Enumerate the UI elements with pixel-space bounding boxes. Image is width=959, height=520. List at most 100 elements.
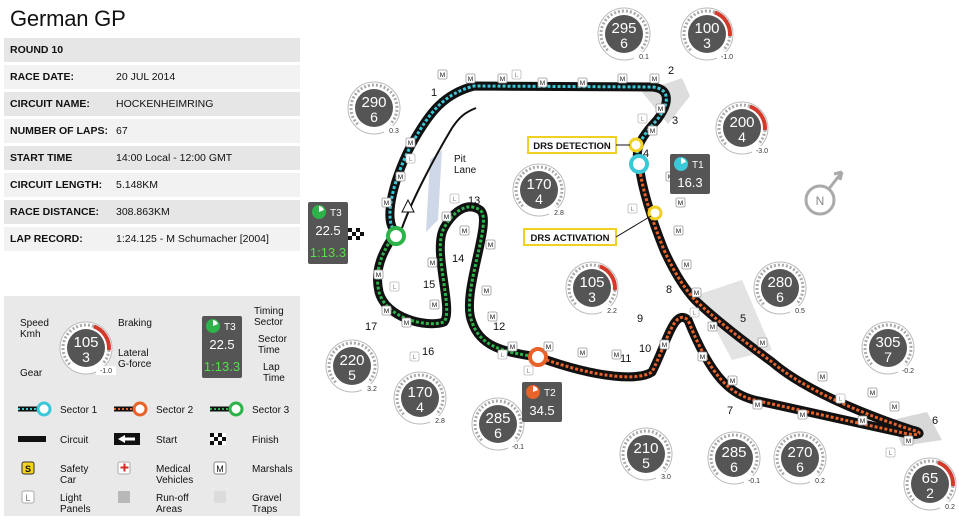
run-off-area-swatch — [118, 491, 130, 503]
light-panel-glyph: L — [409, 156, 413, 163]
flag-cell — [348, 236, 352, 240]
marshal-icon — [381, 197, 392, 208]
gauge-speed: 105 — [73, 334, 98, 351]
marshal-icon — [655, 103, 666, 114]
marshal-icon — [727, 375, 738, 386]
gauge-g-force: 3.2 — [367, 386, 377, 393]
gauge-face — [520, 171, 558, 209]
timing-sector-time: 22.5 — [315, 223, 340, 238]
flag-cell — [218, 441, 222, 445]
turn-number: 6 — [932, 415, 938, 427]
compass-n: N — [816, 194, 825, 208]
marshal-glyph: M — [500, 76, 505, 83]
info-row-length: CIRCUIT LENGTH:5.148KM — [4, 173, 300, 197]
braking-arc — [93, 324, 111, 351]
flag-cell — [214, 433, 218, 437]
marshal-glyph: M — [484, 288, 489, 295]
flag-cell — [360, 232, 364, 236]
marshal-icon — [395, 171, 406, 182]
gauge-speed: 305 — [875, 334, 900, 351]
sector-2-marker — [528, 347, 548, 367]
marshal-icon — [817, 371, 828, 382]
marshal-icon — [543, 341, 554, 352]
flag-cell — [356, 228, 360, 232]
info-value: 14:00 Local - 12:00 GMT — [116, 152, 233, 164]
stopwatch-hand — [319, 206, 324, 212]
legend-item-label: Sector 2 — [156, 405, 194, 416]
flag-cell — [360, 236, 364, 240]
marshal-glyph: M — [676, 228, 681, 235]
marshal-icon — [797, 409, 808, 420]
drs-activation-marker — [647, 205, 663, 221]
marshal-glyph: M — [870, 390, 875, 397]
gauge-g-force: 0.3 — [389, 128, 399, 135]
start-arrow-icon — [118, 435, 135, 443]
finish-flag-icon — [348, 228, 364, 240]
gauge-scale — [863, 323, 913, 366]
marshal-icon — [675, 197, 686, 208]
marshal-glyph: M — [652, 76, 657, 83]
braking-arc — [937, 460, 955, 487]
flag-cell — [214, 437, 218, 441]
timing-sector-name: T3 — [330, 208, 342, 219]
gauge-face — [869, 329, 907, 367]
gauge-speed: 65 — [922, 470, 939, 487]
gauge-gear: 5 — [348, 367, 356, 383]
light-panel-glyph: L — [393, 284, 397, 291]
gauge-gear: 2 — [926, 485, 934, 501]
timing-lap-time: 1:13.3 — [310, 245, 346, 260]
turn-number: 8 — [666, 284, 672, 296]
g-force-box — [384, 126, 404, 135]
gauge-gear: 3 — [703, 35, 711, 51]
gauge-face — [911, 465, 949, 503]
gauge-face — [627, 435, 665, 473]
marshal-glyph: M — [540, 80, 545, 87]
sector-marker — [228, 401, 244, 417]
flag-cell — [352, 232, 356, 236]
turn-number: 16 — [422, 346, 434, 358]
marshal-icon — [507, 341, 518, 352]
gauge-face — [355, 89, 393, 127]
marshal-glyph: M — [444, 214, 449, 221]
marshal-icon — [681, 259, 692, 270]
page-title: German GP — [10, 6, 126, 31]
stopwatch-hand — [213, 320, 218, 326]
marshal-icon — [373, 269, 384, 280]
marshal-glyph: M — [820, 374, 825, 381]
gauge-speed: 270 — [787, 444, 812, 461]
flag-cell — [222, 437, 226, 441]
gauge-scale — [473, 399, 523, 442]
marshal-glyph: M — [892, 404, 897, 411]
compass-arrow — [826, 170, 844, 191]
turn-number: 4 — [643, 148, 649, 160]
gauge-scale — [349, 83, 399, 126]
marshal-glyph: M — [906, 438, 911, 445]
light-panel-icon — [511, 69, 522, 80]
gauge-scale — [61, 323, 111, 366]
marshal-icon — [485, 239, 496, 250]
marshal-icon — [429, 299, 440, 310]
g-force-box — [656, 472, 676, 481]
gauge-scale — [621, 429, 671, 472]
gravel-trap-swatch — [214, 491, 226, 503]
light-panel-icon — [885, 447, 896, 458]
gauge-gear: 3 — [82, 349, 90, 365]
marshal-glyph: M — [384, 200, 389, 207]
gauge-speed: 295 — [611, 20, 636, 37]
g-force-box — [940, 502, 959, 511]
flag-cell — [348, 232, 352, 236]
turn-number: 14 — [452, 253, 464, 265]
info-label: ROUND 10 — [10, 44, 64, 56]
g-force-box — [602, 306, 622, 315]
pit-lane — [401, 107, 477, 229]
drs-detection-marker — [628, 137, 644, 153]
g-force-box — [430, 416, 450, 425]
